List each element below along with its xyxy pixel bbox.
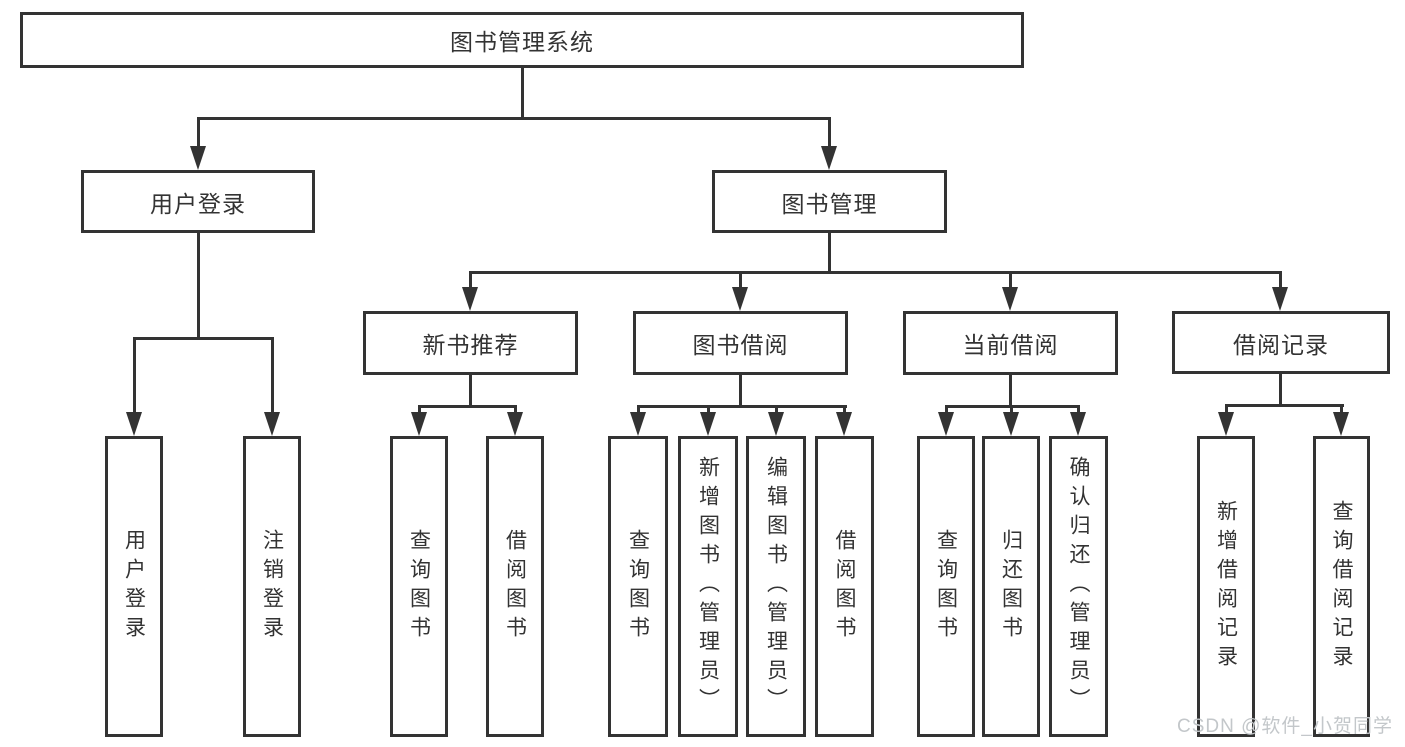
node-borrow-record: 借阅记录 (1172, 311, 1390, 374)
arrow-shaft (418, 405, 421, 415)
arrow-down-icon (821, 146, 837, 170)
leaf-query-borrow-record: 查询借阅记录 (1313, 436, 1370, 737)
node-library-system: 图书管理系统 (20, 12, 1024, 68)
arrow-shaft (1340, 404, 1343, 415)
arrow-shaft (1225, 404, 1228, 415)
arrow-down-icon (190, 146, 206, 170)
arrow-down-icon (836, 412, 852, 436)
arrow-shaft (133, 337, 136, 415)
arrow-down-icon (1003, 412, 1019, 436)
arrow-shaft (739, 271, 742, 290)
arrow-shaft (945, 405, 948, 415)
connector-hline (418, 405, 517, 408)
arrow-shaft (1279, 271, 1282, 290)
leaf-return-book: 归还图书 (982, 436, 1040, 737)
leaf-borrow-books-borrow: 借阅图书 (815, 436, 874, 737)
arrow-down-icon (1002, 287, 1018, 311)
arrow-shaft (469, 271, 472, 290)
connector-vline (521, 68, 524, 118)
arrow-shaft (828, 117, 831, 148)
connector-hline (1225, 404, 1344, 407)
arrow-shaft (1009, 271, 1012, 290)
connector-hline (133, 337, 274, 340)
arrow-down-icon (732, 287, 748, 311)
node-user-login: 用户登录 (81, 170, 315, 233)
arrow-shaft (707, 405, 710, 415)
arrow-down-icon (1333, 412, 1349, 436)
arrow-down-icon (126, 412, 142, 436)
leaf-query-books-borrow: 查询图书 (608, 436, 668, 737)
csdn-watermark: CSDN @软件_小贺同学 (1177, 716, 1393, 737)
leaf-query-books-recommend: 查询图书 (390, 436, 448, 737)
arrow-down-icon (462, 287, 478, 311)
node-new-book-recommend: 新书推荐 (363, 311, 578, 375)
node-current-borrow: 当前借阅 (903, 311, 1118, 375)
arrow-shaft (514, 405, 517, 415)
arrow-shaft (775, 405, 778, 415)
arrow-down-icon (1070, 412, 1086, 436)
arrow-down-icon (700, 412, 716, 436)
arrow-down-icon (507, 412, 523, 436)
arrow-shaft (1010, 405, 1013, 415)
leaf-query-books-current: 查询图书 (917, 436, 975, 737)
connector-vline (1279, 374, 1282, 407)
arrow-down-icon (1272, 287, 1288, 311)
connector-hline (197, 117, 831, 120)
connector-hline (469, 271, 1282, 274)
arrow-shaft (637, 405, 640, 415)
leaf-user-login: 用户登录 (105, 436, 163, 737)
leaf-logout: 注销登录 (243, 436, 301, 737)
node-book-management: 图书管理 (712, 170, 947, 233)
leaf-confirm-return-admin: 确认归还（管理员） (1049, 436, 1108, 737)
arrow-down-icon (1218, 412, 1234, 436)
leaf-add-book-admin: 新增图书（管理员） (678, 436, 738, 737)
connector-hline (637, 405, 847, 408)
leaf-edit-book-admin: 编辑图书（管理员） (746, 436, 806, 737)
leaf-add-borrow-record: 新增借阅记录 (1197, 436, 1255, 737)
arrow-shaft (843, 405, 846, 415)
arrow-down-icon (411, 412, 427, 436)
arrow-down-icon (630, 412, 646, 436)
connector-vline (1009, 375, 1012, 408)
connector-vline (197, 233, 200, 337)
connector-vline (739, 375, 742, 408)
arrow-down-icon (938, 412, 954, 436)
connector-vline (828, 233, 831, 274)
arrow-down-icon (264, 412, 280, 436)
leaf-borrow-books-recommend: 借阅图书 (486, 436, 544, 737)
node-book-borrow: 图书借阅 (633, 311, 848, 375)
arrow-shaft (271, 337, 274, 415)
arrow-shaft (1077, 405, 1080, 415)
connector-vline (469, 375, 472, 408)
arrow-down-icon (768, 412, 784, 436)
arrow-shaft (197, 117, 200, 148)
